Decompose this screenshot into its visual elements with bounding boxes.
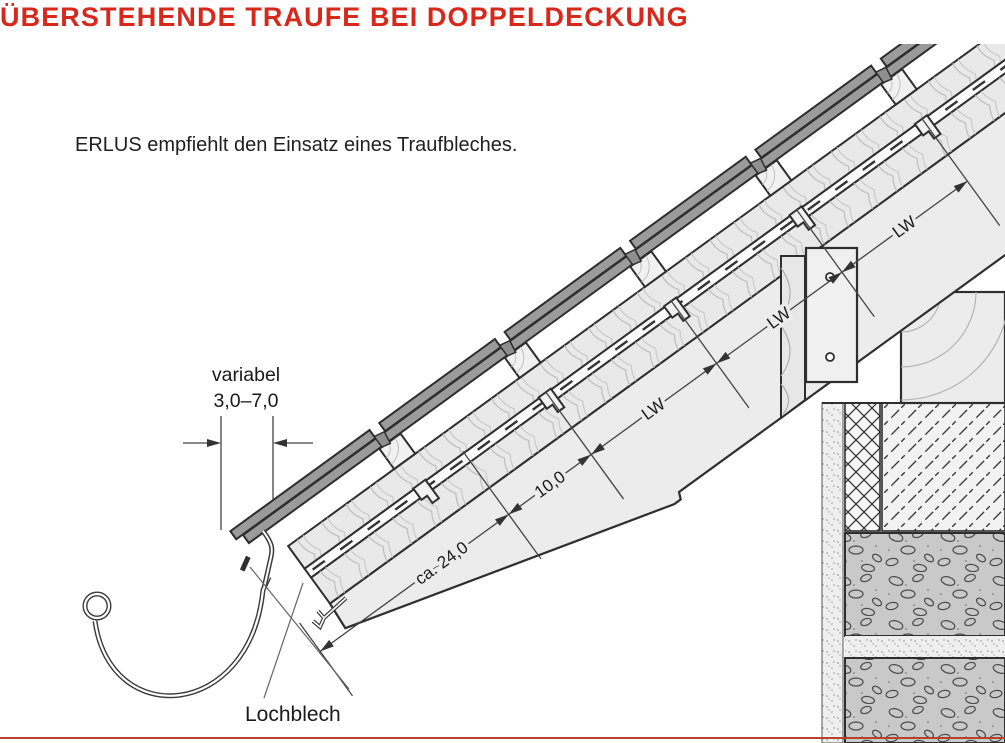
eave-parts: [82, 529, 348, 699]
insulation-layer: [844, 402, 881, 532]
dimension-line: [319, 180, 968, 652]
leader-line: [263, 582, 304, 699]
traufblech-drip-edge: [260, 529, 275, 589]
plate-hole: [825, 352, 835, 362]
lochblech-label: Lochblech: [245, 703, 341, 726]
masonry-layer: [881, 402, 1005, 532]
page-title: ÜBERSTEHENDE TRAUFE BEI DOPPELDECKUNG: [0, 2, 689, 32]
recommendation-note: ERLUS empfiehlt den Einsatz eines Traufb…: [75, 134, 518, 156]
overhang-label: variabel: [212, 364, 280, 386]
footer-rule: [0, 737, 1005, 739]
lochblech-bracket: [311, 596, 348, 631]
lochblech-annotation: Lochblech: [245, 566, 350, 726]
concrete-slab-lower: [844, 657, 1005, 743]
plaster-layer: [821, 402, 844, 743]
dimension-arrows: [320, 181, 968, 652]
counter-boarding: [309, 44, 1005, 605]
sheet-clamp: [239, 555, 251, 572]
tile-nibs: [373, 66, 893, 448]
leader-line: [249, 566, 350, 690]
mortar-band: [845, 636, 1005, 658]
gutter: [82, 575, 272, 699]
tile-course-upper: [228, 44, 1005, 541]
overhang-value: 3,0–7,0: [213, 390, 278, 412]
rafter-foot-board: [780, 255, 806, 420]
overhang-dimension: variabel 3,0–7,0: [183, 364, 313, 530]
concrete-slab-upper: [844, 532, 1005, 637]
wall-section: [821, 290, 1005, 743]
